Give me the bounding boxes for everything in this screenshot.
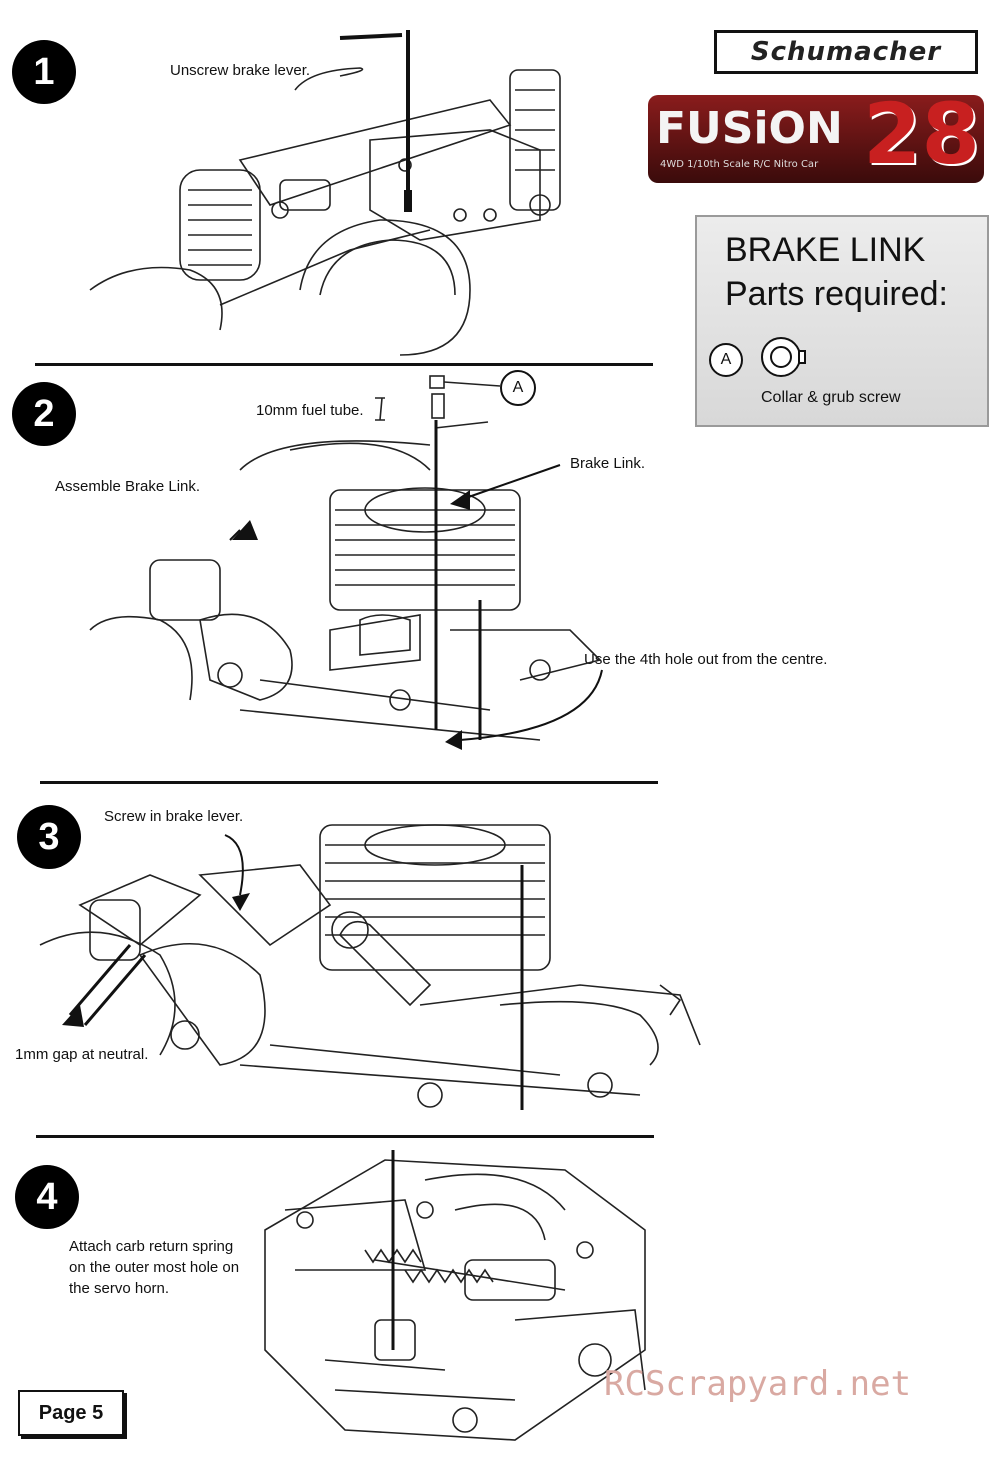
step-4-caption: Attach carb return spring on the outer m… xyxy=(69,1236,239,1299)
step-3-screw-caption: Screw in brake lever. xyxy=(104,808,244,825)
step-3-number: 3 xyxy=(38,815,60,858)
step-2-part-a-callout: A xyxy=(500,370,536,406)
page-number-box: Page 5 xyxy=(18,1390,124,1436)
step-2-brake-link-caption: Brake Link. xyxy=(570,455,646,472)
step-2-fuel-tube-label: 10mm fuel tube. xyxy=(256,402,364,419)
step-2-assemble-caption: Assemble Brake Link. xyxy=(55,478,201,495)
divider-1 xyxy=(35,363,653,366)
step-1-number: 1 xyxy=(33,50,55,93)
logo-number: 28 xyxy=(863,85,980,183)
parts-required-box: BRAKE LINK Parts required: A Collar & gr… xyxy=(695,215,989,427)
parts-box-title: BRAKE LINK xyxy=(725,231,926,269)
step-4-caption-line-2: on the outer most hole on xyxy=(69,1259,240,1276)
step-3-badge: 3 xyxy=(17,805,81,869)
step-4-number: 4 xyxy=(36,1175,58,1218)
logo-tagline: 4WD 1/10th Scale R/C Nitro Car xyxy=(660,159,819,170)
divider-2 xyxy=(40,781,658,784)
parts-box-subtitle: Parts required: xyxy=(725,275,948,313)
fusion-28-logo: FUSiON 28 4WD 1/10th Scale R/C Nitro Car xyxy=(648,85,984,183)
step-2-part-a-letter: A xyxy=(512,379,524,396)
step-1-badge: 1 xyxy=(12,40,76,104)
step-4-illustration xyxy=(264,1150,646,1441)
step-2-illustration xyxy=(89,375,603,750)
step-2-number: 2 xyxy=(33,392,55,435)
step-1-illustration xyxy=(89,30,561,356)
step-4-caption-line-1: Attach carb return spring xyxy=(69,1238,234,1255)
schumacher-brand-logo: Schumacher xyxy=(714,30,978,74)
logo-word: FUSiON xyxy=(656,103,843,154)
part-a-marker: A xyxy=(709,343,743,377)
step-4-caption-line-3: the servo horn. xyxy=(69,1280,170,1297)
step-1-caption: Unscrew brake lever. xyxy=(170,62,311,79)
site-watermark: RCScrapyard.net xyxy=(604,1364,912,1404)
step-4-badge: 4 xyxy=(15,1165,79,1229)
brand-name: Schumacher xyxy=(750,37,942,67)
part-a-letter: A xyxy=(720,351,732,368)
divider-3 xyxy=(36,1135,654,1138)
step-3-illustration xyxy=(39,824,701,1110)
collar-icon xyxy=(761,337,806,377)
step-3-gap-caption: 1mm gap at neutral. xyxy=(15,1046,149,1063)
step-2-hole-caption: Use the 4th hole out from the centre. xyxy=(584,651,828,668)
page-label: Page 5 xyxy=(38,1401,104,1424)
step-2-badge: 2 xyxy=(12,382,76,446)
part-a-label: Collar & grub screw xyxy=(761,389,901,406)
